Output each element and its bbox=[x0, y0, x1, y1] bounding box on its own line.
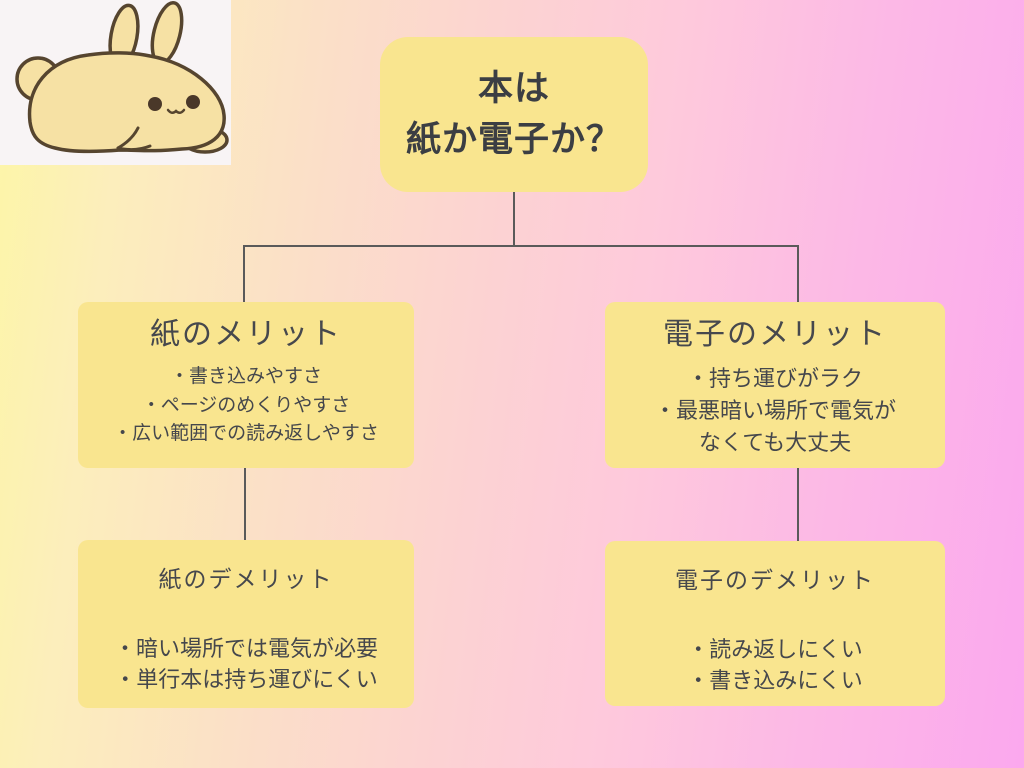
connector-left-down bbox=[243, 245, 245, 303]
electronic-demerit-heading: 電子のデメリット bbox=[675, 567, 875, 593]
bullet-item: ・書き込みにくい bbox=[687, 668, 863, 694]
root-title-line1: 本は bbox=[477, 68, 550, 108]
root-title-line2: 紙か電子か？ bbox=[405, 119, 622, 159]
paper-demerit-bullets: ・暗い場所では電気が必要 ・単行本は持ち運びにくい bbox=[78, 633, 414, 697]
bullet-item: ・ページのめくりやすさ bbox=[141, 394, 351, 416]
electronic-demerit-bullets: ・読み返しにくい ・書き込みにくい bbox=[605, 634, 945, 698]
node-electronic-merit: 電子のメリット ・持ち運びがラク ・最悪暗い場所で電気が なくても大丈夫 bbox=[605, 302, 945, 468]
node-electronic-demerit: 電子のデメリット ・読み返しにくい ・書き込みにくい bbox=[605, 541, 945, 706]
bunny-mascot-illustration bbox=[15, 1, 229, 154]
bullet-item: ・持ち運びがラク bbox=[686, 366, 863, 391]
bullet-item: ・広い範囲での読み返しやすさ bbox=[113, 423, 379, 444]
bullet-item: ・暗い場所では電気が必要 bbox=[113, 635, 378, 661]
mascot-panel bbox=[0, 0, 231, 165]
connector-horizontal bbox=[243, 245, 799, 247]
connector-left-mid bbox=[244, 468, 246, 541]
bullet-item: ・書き込みやすさ bbox=[169, 366, 322, 387]
paper-demerit-heading: 紙のデメリット bbox=[158, 566, 334, 592]
node-paper-merit: 紙のメリット ・書き込みやすさ ・ページのめくりやすさ ・広い範囲での読み返しや… bbox=[78, 302, 414, 468]
electronic-merit-heading: 電子のメリット bbox=[663, 318, 887, 351]
bullet-item: ・最悪暗い場所で電気が なくても大丈夫 bbox=[653, 397, 896, 455]
bullet-item: ・読み返しにくい bbox=[687, 636, 863, 662]
paper-merit-heading: 紙のメリット bbox=[150, 318, 342, 351]
node-root-question: 本は 紙か電子か？ bbox=[380, 37, 648, 192]
electronic-merit-bullets: ・持ち運びがラク ・最悪暗い場所で電気が なくても大丈夫 bbox=[605, 363, 945, 459]
bullet-item: ・単行本は持ち運びにくい bbox=[114, 667, 378, 693]
paper-merit-bullets: ・書き込みやすさ ・ページのめくりやすさ ・広い範囲での読み返しやすさ bbox=[78, 363, 414, 449]
node-paper-demerit: 紙のデメリット ・暗い場所では電気が必要 ・単行本は持ち運びにくい bbox=[78, 540, 414, 708]
connector-root-down bbox=[513, 192, 515, 246]
connector-right-down bbox=[797, 245, 799, 303]
connector-right-mid bbox=[797, 468, 799, 542]
